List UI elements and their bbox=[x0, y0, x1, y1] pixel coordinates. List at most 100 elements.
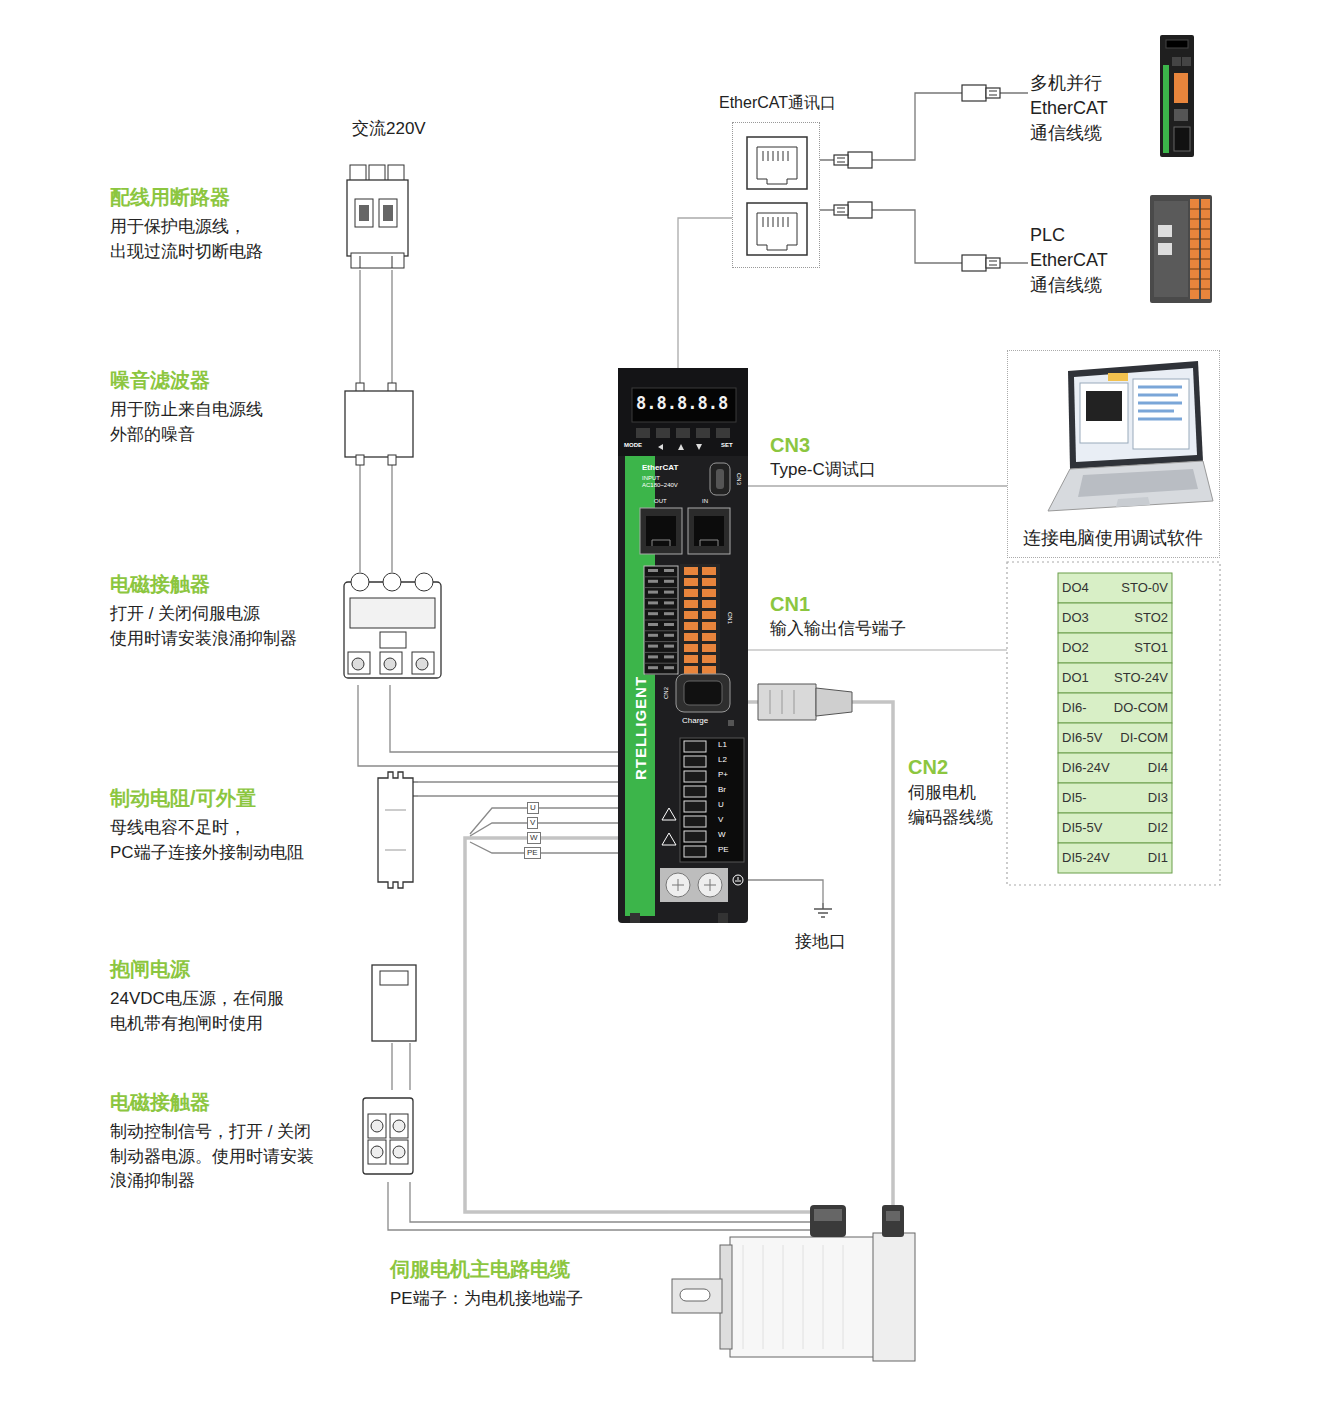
servo-drive-body-part bbox=[696, 428, 710, 438]
callout-text: 伺服电机 编码器线缆 bbox=[908, 781, 1003, 830]
brake-power-supply-part bbox=[380, 971, 408, 985]
servo-drive-body-part bbox=[648, 591, 658, 594]
brake-contactor-part bbox=[368, 1114, 386, 1138]
brake-power-supply bbox=[370, 963, 418, 1043]
wiring-decoration-part-part bbox=[986, 258, 1000, 268]
servo-drive-body-part bbox=[648, 569, 658, 572]
servo-drive-body-part bbox=[684, 600, 698, 608]
table-cell: DI5- bbox=[1062, 790, 1087, 806]
debug-pc-box: 连接电脑使用调试软件 bbox=[1007, 350, 1220, 558]
wire-connector bbox=[359, 270, 360, 383]
node-heading: 抱闸电源 bbox=[110, 957, 190, 982]
servo-drive-body-part bbox=[702, 666, 716, 674]
servo-drive-body-part bbox=[676, 428, 690, 438]
plc-node: PLC EtherCAT 通信线缆 bbox=[1028, 195, 1213, 305]
wiring-decoration-part-part bbox=[986, 88, 1000, 98]
servo-drive-icon-part bbox=[1172, 57, 1181, 66]
wiring-decoration-part-part bbox=[834, 155, 848, 165]
wire-tag: V bbox=[527, 817, 538, 829]
node-body: PE bbox=[718, 846, 729, 854]
servo-drive-icon-part bbox=[1182, 57, 1191, 66]
servo-drive-body-part bbox=[688, 508, 730, 554]
table-cell: STO-0V bbox=[1058, 580, 1168, 596]
servo-drive-body-part bbox=[733, 875, 743, 885]
callout-name: CN3 bbox=[770, 433, 810, 458]
wire-connector bbox=[358, 685, 618, 766]
servo-drive-body-part bbox=[648, 601, 658, 604]
servo-drive-body-part bbox=[684, 846, 706, 857]
servo-drive-body-part bbox=[680, 564, 720, 678]
wiring-decoration-part-part bbox=[848, 202, 872, 218]
servo-motor-part bbox=[730, 1237, 876, 1357]
servo-drive-body-part bbox=[656, 428, 670, 438]
laptop-icon bbox=[1008, 351, 1221, 521]
circuit-breaker-part bbox=[359, 205, 369, 221]
ethercat-port-icon-part bbox=[763, 217, 788, 227]
wiring-decoration-part bbox=[770, 690, 794, 714]
servo-drive-body-part bbox=[684, 589, 698, 597]
contactor-part bbox=[348, 652, 370, 674]
node-body: AC180~240V bbox=[642, 482, 678, 488]
ethercat-port-box: EtherCAT通讯口 bbox=[732, 122, 820, 268]
servo-drive-body-part bbox=[648, 580, 658, 583]
ethercat-port-icon-part bbox=[757, 213, 797, 250]
servo-drive-body-part bbox=[694, 516, 724, 546]
circuit-breaker-part bbox=[347, 180, 408, 256]
servo-drive-body-part bbox=[676, 674, 730, 712]
noise-filter bbox=[343, 383, 415, 465]
servo-drive-body-part bbox=[684, 666, 698, 674]
servo-motor-part bbox=[810, 1205, 846, 1237]
servo-drive-body-part bbox=[664, 634, 674, 637]
circuit-breaker-part bbox=[379, 199, 397, 227]
servo-drive-body-part bbox=[684, 786, 706, 797]
table-cell: DI6-24V bbox=[1062, 760, 1110, 776]
node-body: IN bbox=[702, 498, 708, 504]
wire-connector bbox=[678, 218, 732, 368]
contactor-part bbox=[380, 652, 402, 674]
servo-motor-part bbox=[668, 1222, 810, 1230]
servo-motor-part bbox=[886, 1211, 900, 1221]
servo-drive-body-part bbox=[660, 868, 728, 902]
contactor-part bbox=[350, 598, 435, 628]
ethercat-port-icon-part bbox=[757, 147, 797, 184]
wiring-decoration-part-part bbox=[1058, 723, 1172, 753]
node-body: W bbox=[718, 831, 726, 839]
laptop-icon-part bbox=[1078, 469, 1198, 497]
servo-drive-body-part bbox=[648, 612, 658, 615]
servo-drive-body-part bbox=[700, 540, 718, 546]
laptop-icon-part bbox=[1048, 461, 1213, 511]
node-heading: 电磁接触器 bbox=[110, 1090, 210, 1115]
wiring-decoration-part-part bbox=[1058, 693, 1172, 723]
brake-contactor-part bbox=[390, 1140, 408, 1164]
wiring-decoration-part bbox=[470, 808, 618, 853]
brake-contactor bbox=[360, 1090, 415, 1182]
servo-drive-body-part bbox=[648, 634, 658, 637]
circuit-breaker-part bbox=[351, 253, 404, 268]
node-body: Br bbox=[718, 786, 726, 794]
node-body: 用于保护电源线， 出现过流时切断电路 bbox=[110, 215, 280, 264]
wire-tag: PE bbox=[524, 847, 541, 859]
resistor-node: 制动电阻/可外置母线电容不足时， PC端子连接外接制动电阻 bbox=[373, 770, 418, 890]
wire-tag: U bbox=[527, 802, 539, 814]
servo-drive-body-part bbox=[645, 641, 677, 642]
node-body: OUT bbox=[654, 498, 667, 504]
ethercat-port-icon-part bbox=[747, 137, 807, 189]
wire-connector bbox=[391, 1043, 392, 1090]
plc-icon bbox=[1150, 195, 1212, 303]
contactor-part bbox=[351, 573, 369, 591]
table-cell: DO-COM bbox=[1058, 700, 1168, 716]
node-body: INPUT bbox=[642, 475, 660, 481]
servo-drive-body-part bbox=[648, 645, 658, 648]
servo-drive-icon-part bbox=[1174, 109, 1188, 121]
contactor-part bbox=[383, 573, 401, 591]
plc-icon-part bbox=[1190, 209, 1210, 289]
node-heading: 电磁接触器 bbox=[110, 572, 210, 597]
servo-drive-icon-part bbox=[1160, 35, 1194, 157]
node-heading: 噪音滤波器 bbox=[110, 368, 210, 393]
servo-drive-body-part bbox=[702, 578, 716, 586]
callout-text: 输入输出信号端子 bbox=[770, 618, 906, 639]
servo-drive-body-part bbox=[618, 368, 748, 923]
plc-icon-part bbox=[1158, 225, 1172, 237]
node-body: RTELLIGENT bbox=[633, 676, 648, 780]
